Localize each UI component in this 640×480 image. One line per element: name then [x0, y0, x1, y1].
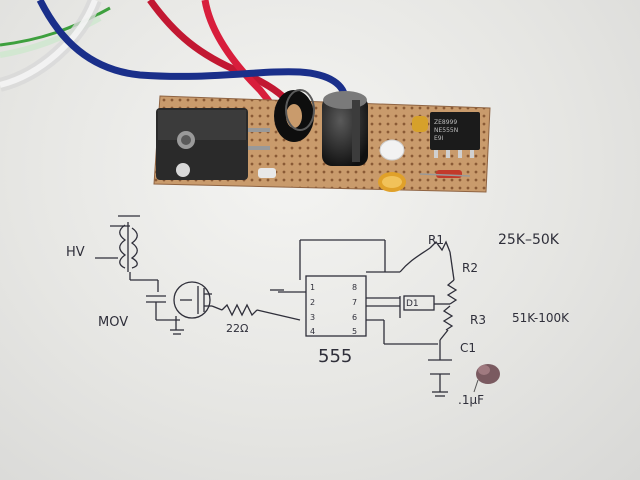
label-c1-value: .1μF [458, 393, 484, 407]
label-r2-value: 25K–50K [498, 232, 560, 248]
chip-marking-3: E9I [434, 135, 444, 142]
label-pin8: 8 [352, 283, 357, 292]
label-hv: HV [66, 245, 85, 260]
label-pin2: 2 [310, 298, 315, 307]
label-pin6: 6 [352, 313, 357, 322]
label-r3: R3 [470, 313, 486, 327]
trimmer-resistor [379, 139, 405, 161]
mica-capacitor [473, 364, 500, 393]
label-d1: D1 [406, 299, 419, 309]
schematic-labels: HV MOV 22Ω 555 R1 R2 R3 25K–50K 51K-100K… [66, 232, 570, 407]
hand-drawn-schematic [95, 215, 458, 397]
mosfet-transistor [156, 108, 276, 180]
label-c1: C1 [460, 341, 476, 355]
chip-marking-1: ZE8999 [434, 119, 457, 126]
label-r3-value: 51K-100K [512, 311, 570, 325]
label-mov: MOV [98, 315, 128, 330]
label-pin4: 4 [310, 327, 315, 336]
ic-chip-555: ZE8999 NE555N E9I [430, 112, 480, 158]
blue-wire [36, 0, 349, 101]
label-pin3: 3 [310, 313, 315, 322]
toroid-inductor [274, 89, 315, 142]
label-r2: R2 [462, 261, 478, 275]
chip-marking-2: NE555N [434, 127, 458, 134]
label-r1: R1 [428, 233, 444, 247]
label-22-ohm: 22Ω [226, 322, 248, 335]
label-pin1: 1 [310, 283, 315, 292]
label-555: 555 [318, 346, 352, 367]
label-pin5: 5 [352, 327, 357, 336]
resistor [419, 170, 471, 178]
label-pin7: 7 [352, 298, 357, 307]
small-capacitor [378, 116, 428, 192]
clear-tubing [0, 0, 102, 92]
electrolytic-capacitor [322, 91, 368, 166]
